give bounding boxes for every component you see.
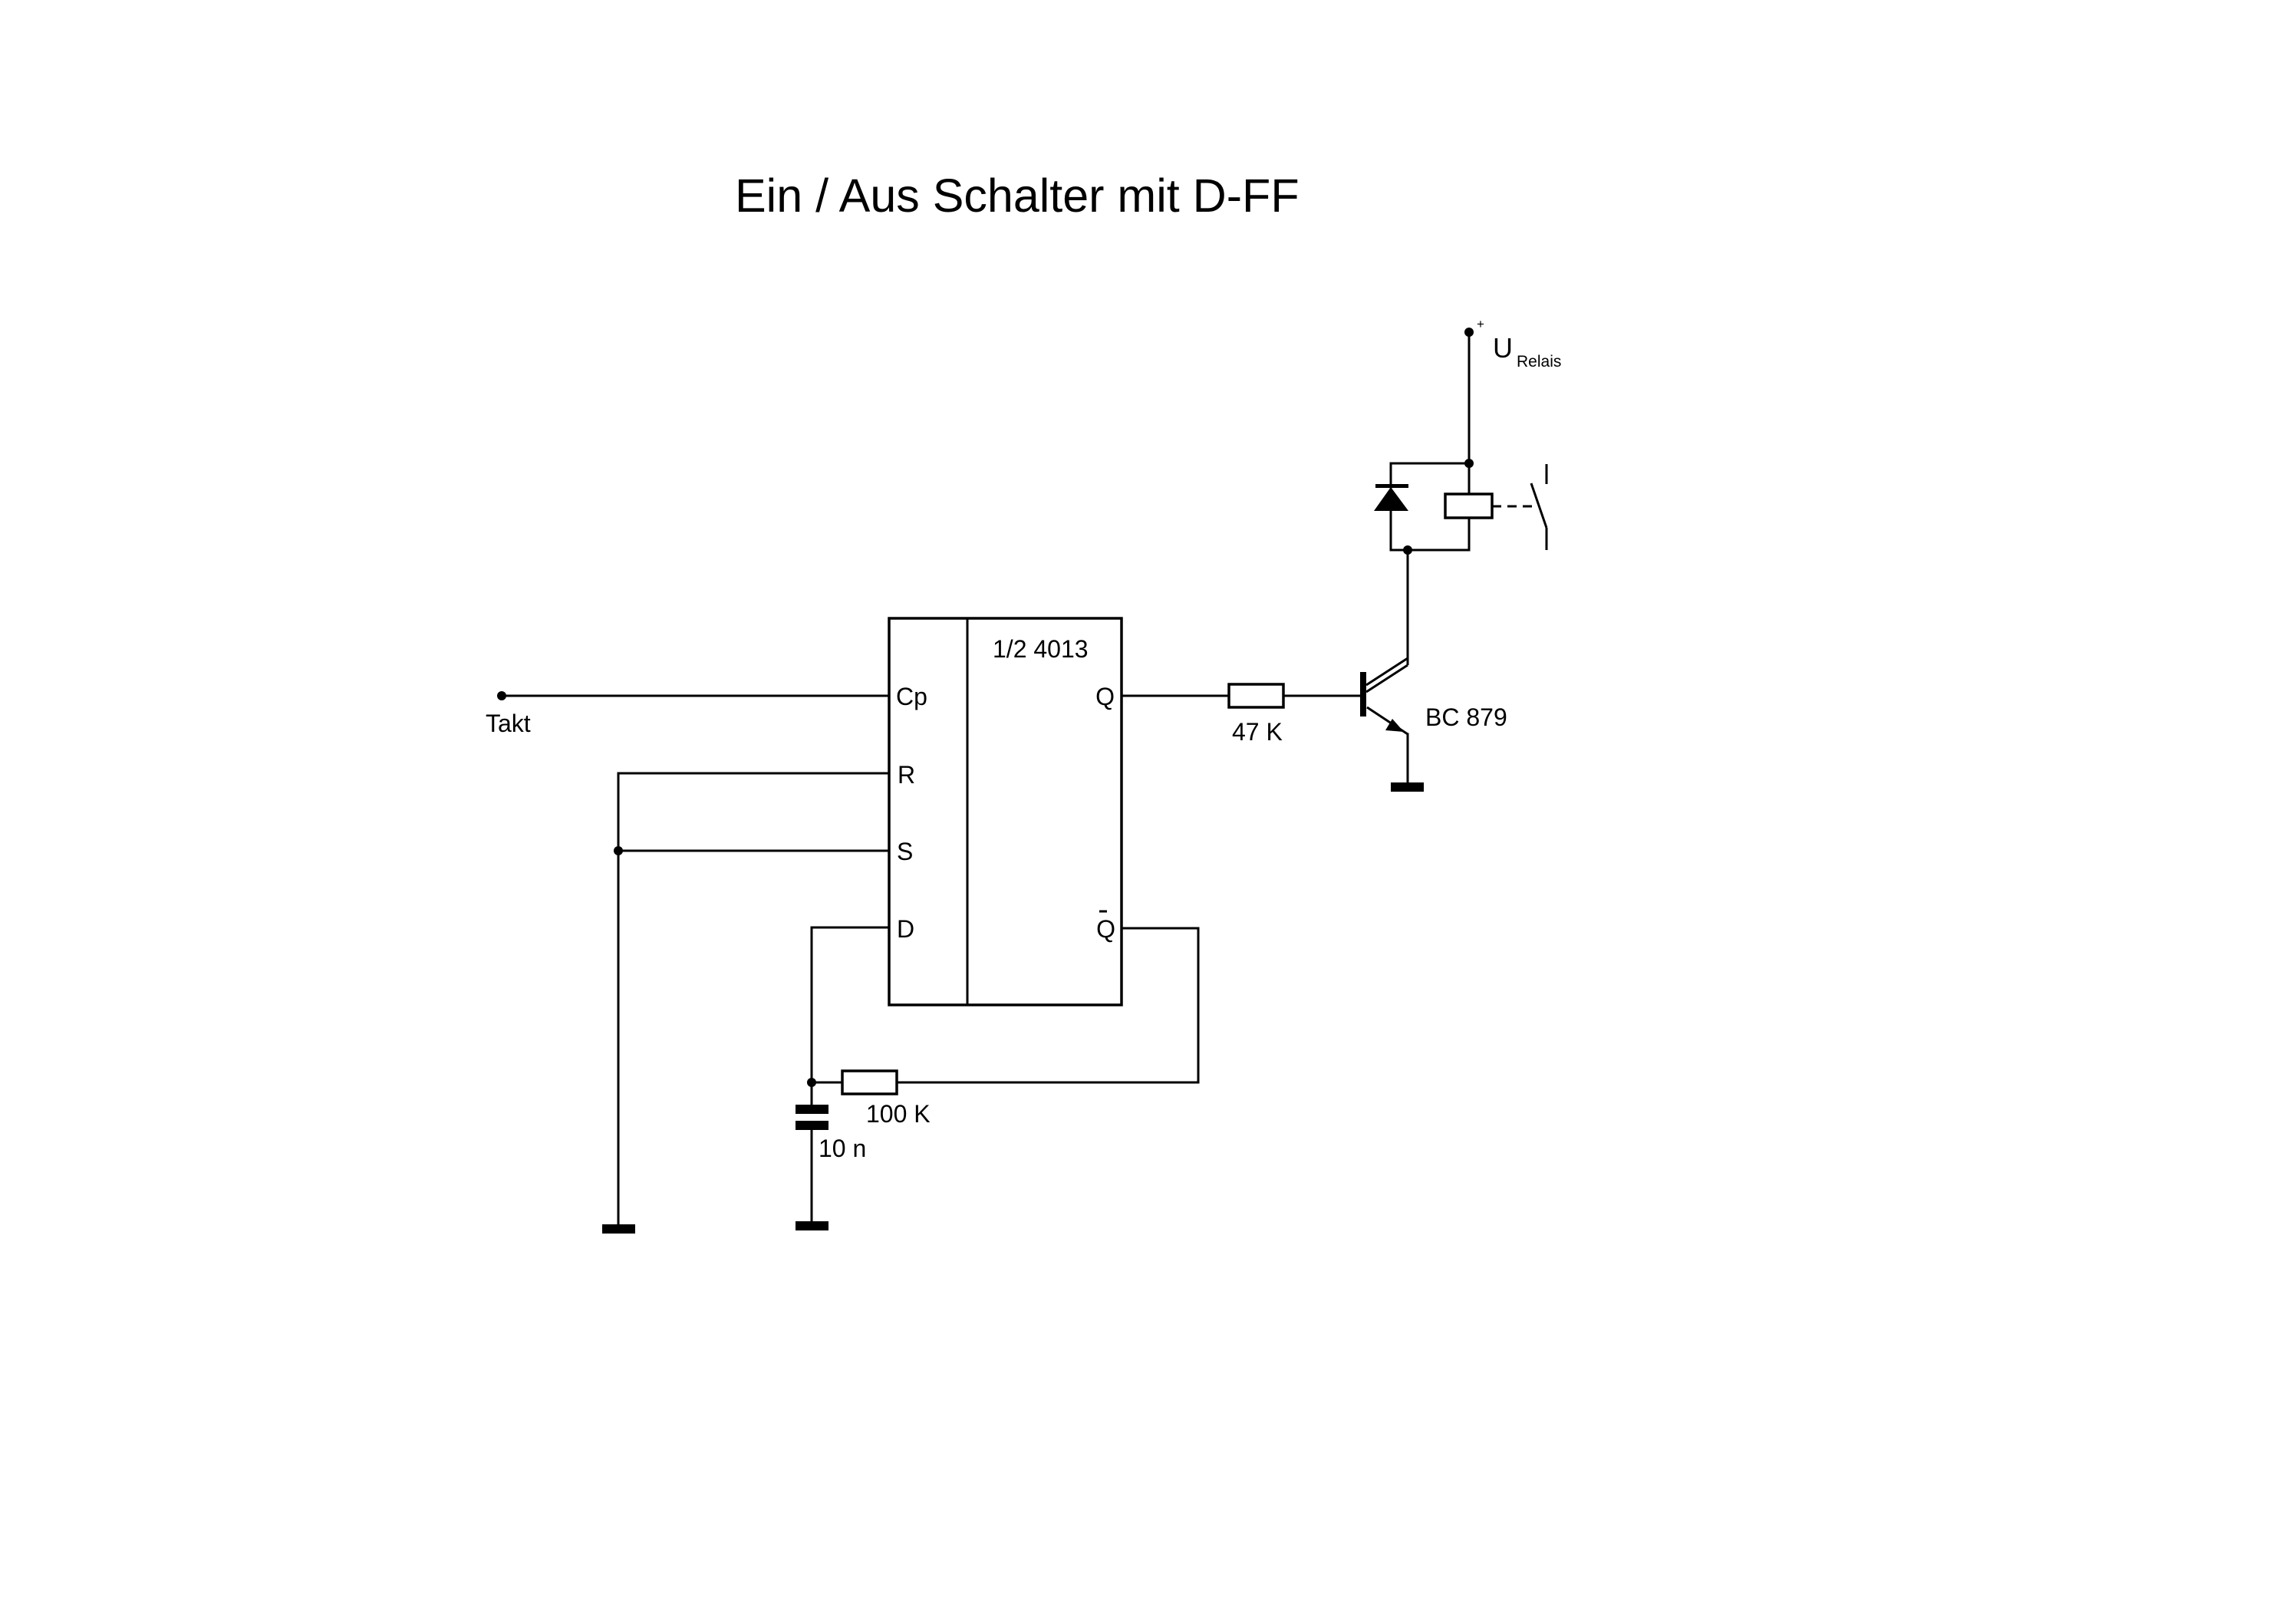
supply-terminal [1464,328,1474,337]
wire-relay-top [1389,462,1471,496]
relay-coil-icon [1444,492,1494,519]
supply-symbol: U [1493,332,1513,364]
takt-label: Takt [486,710,531,737]
junction-s [614,846,623,855]
capacitor-plate-bottom [796,1121,828,1130]
switch-blade [1530,483,1548,529]
capacitor-label: 10 n [819,1135,866,1162]
wire-qbar-feedback [895,927,1200,1084]
ground-cap-icon [796,1221,828,1230]
pin-d-label: D [897,915,914,943]
ground-emitter-icon [1391,782,1424,792]
r-base-label: 47 K [1232,718,1283,746]
pin-r-label: R [898,761,915,789]
flipflop-body [888,617,1123,1006]
capacitor-plate-top [796,1105,828,1114]
supply-plus: + [1477,317,1484,331]
diode-icon [1374,487,1408,511]
ground-left-icon [602,1224,635,1234]
collector-line-1 [1365,657,1408,687]
transistor-bc879: BC 879 [1360,657,1507,792]
collector-line-2 [1365,664,1408,693]
wire-relay-loop [1389,516,1471,552]
pin-q-label: Q [1095,683,1115,710]
transistor-label: BC 879 [1425,703,1507,731]
wire-d [810,926,891,1106]
transistor-base-bar [1360,672,1366,716]
resistor-47k [1227,683,1285,709]
r-feedback-label: 100 K [866,1100,931,1128]
pin-qbar-label: Q [1096,915,1115,943]
diagram-title: Ein / Aus Schalter mit D-FF [735,170,1300,222]
emitter-arrow-icon [1385,719,1404,732]
flipflop-4013: 1/2 4013 Cp R S D Q Q [888,617,1123,1006]
relay-switch-icon [1530,464,1548,550]
flipflop-name: 1/2 4013 [993,635,1089,663]
diode-bar [1375,484,1408,488]
wire-r-to-gnd [617,772,891,1226]
resistor-100k [841,1069,898,1095]
supply-subscript: Relais [1517,353,1561,371]
pin-cp-label: Cp [896,683,927,710]
pin-s-label: S [897,838,913,865]
